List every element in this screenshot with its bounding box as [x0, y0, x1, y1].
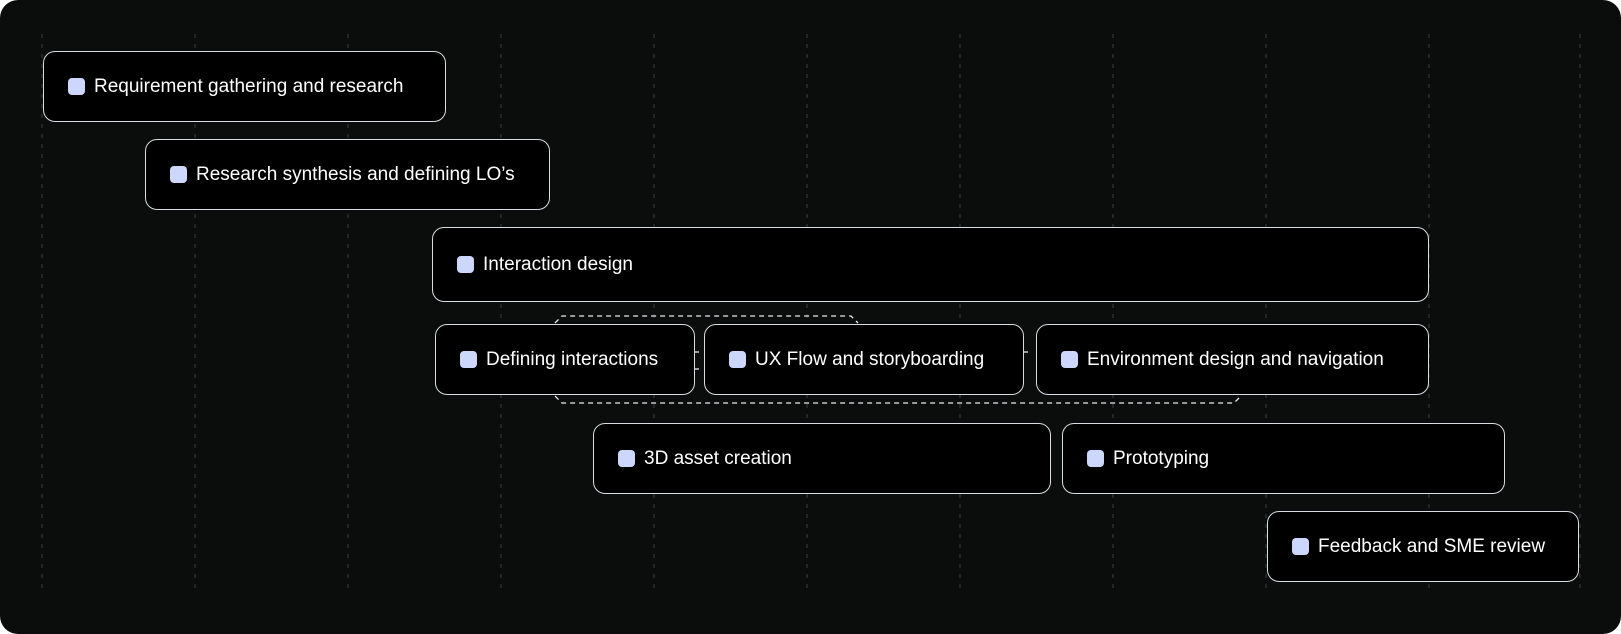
task-environment-design[interactable]: Environment design and navigation — [1036, 324, 1429, 395]
task-prototyping[interactable]: Prototyping — [1062, 423, 1505, 494]
task-marker-icon — [1292, 538, 1309, 555]
task-marker-icon — [729, 351, 746, 368]
task-label: Prototyping — [1113, 447, 1210, 469]
task-marker-icon — [618, 450, 635, 467]
task-marker-icon — [457, 256, 474, 273]
task-ux-flow-storyboarding[interactable]: UX Flow and storyboarding — [704, 324, 1024, 395]
task-feedback-sme-review[interactable]: Feedback and SME review — [1267, 511, 1579, 582]
task-label: Research synthesis and defining LO’s — [196, 163, 515, 185]
task-label: Feedback and SME review — [1318, 535, 1546, 557]
task-research-synthesis[interactable]: Research synthesis and defining LO’s — [145, 139, 550, 210]
task-interaction-design[interactable]: Interaction design — [432, 227, 1429, 302]
task-defining-interactions[interactable]: Defining interactions — [435, 324, 695, 395]
task-marker-icon — [1087, 450, 1104, 467]
task-label: Defining interactions — [486, 348, 659, 370]
task-marker-icon — [170, 166, 187, 183]
task-marker-icon — [1061, 351, 1078, 368]
task-3d-asset-creation[interactable]: 3D asset creation — [593, 423, 1051, 494]
task-requirement-gathering[interactable]: Requirement gathering and research — [43, 51, 446, 122]
task-label: Environment design and navigation — [1087, 348, 1384, 370]
task-label: Requirement gathering and research — [94, 75, 404, 97]
task-marker-icon — [68, 78, 85, 95]
subtask-group-connector — [554, 315, 1242, 404]
task-marker-icon — [460, 351, 477, 368]
task-label: UX Flow and storyboarding — [755, 348, 985, 370]
task-label: Interaction design — [483, 253, 633, 275]
task-label: 3D asset creation — [644, 447, 792, 469]
